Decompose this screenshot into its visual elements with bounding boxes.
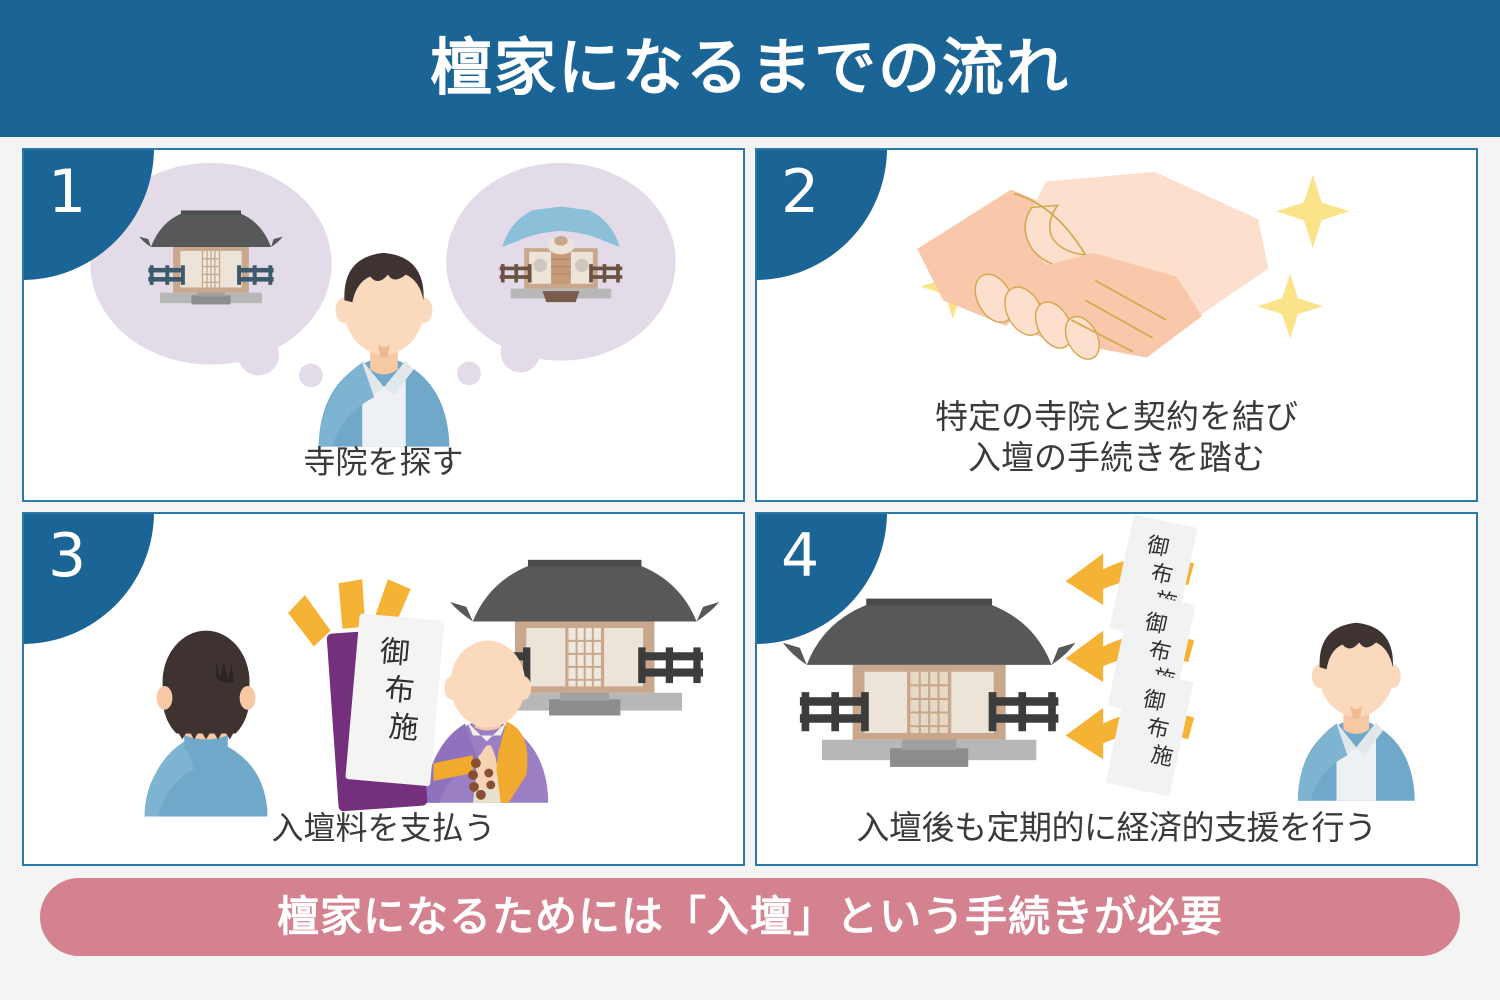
sparkle-top-right [1276, 174, 1350, 248]
svg-text:御: 御 [1145, 533, 1171, 562]
svg-text:御: 御 [1143, 610, 1169, 639]
thought-bubble-temple-gray-roof [90, 162, 332, 388]
svg-text:施: 施 [1149, 742, 1175, 771]
step-3-number: 3 [48, 521, 87, 591]
svg-text:御: 御 [1141, 687, 1167, 716]
step-card-2: 2 特定の寺院と契約を結び 入壇の手続きを踏む [755, 148, 1478, 502]
step-4-illustration: 御 布 施 御 布 施 御 布 施 [782, 514, 1415, 801]
step-2-illustration [917, 171, 1350, 360]
footer-text: 檀家になるためには「入壇」という手続きが必要 [276, 893, 1223, 940]
step-1-number: 1 [48, 157, 87, 227]
step-1-illustration [90, 162, 676, 447]
ofuse-envelope-label: 御 [378, 633, 411, 670]
svg-text:布: 布 [383, 671, 416, 708]
svg-text:施: 施 [387, 708, 420, 745]
step-card-3: 御 布 施 3 [22, 512, 745, 866]
sparkle-bottom-right [1257, 273, 1323, 339]
temple-gray-roof [450, 559, 720, 716]
steps-grid: 1 寺院を探す [22, 148, 1478, 866]
temple-gray-roof [782, 598, 1076, 767]
step-2-caption: 特定の寺院と契約を結び 入壇の手続きを踏む [935, 397, 1298, 476]
thought-bubble-temple-blue-roof [446, 162, 676, 386]
ofuse-envelope-purple: 御 布 施 [326, 613, 445, 812]
monk-purple-robe [425, 640, 549, 803]
handshake-icon [917, 171, 1269, 360]
ofuse-envelope-white-3: 御 布 施 [1105, 668, 1194, 797]
step-card-1: 1 寺院を探す [22, 148, 745, 502]
man-front-view-blue-jacket [1297, 622, 1415, 801]
step-3-illustration: 御 布 施 [144, 559, 720, 817]
man-front-view-blue-jacket [318, 252, 450, 447]
header-banner: 檀家になるまでの流れ [0, 0, 1500, 137]
step-3-caption: 入壇料を支払う [271, 810, 496, 846]
svg-text:布: 布 [1145, 715, 1171, 744]
man-back-view-blue-shirt [144, 630, 268, 817]
step-1-caption: 寺院を探す [303, 444, 464, 480]
step-4-number: 4 [781, 521, 820, 591]
footer-banner: 檀家になるためには「入壇」という手続きが必要 [40, 878, 1460, 956]
svg-text:布: 布 [1147, 638, 1173, 667]
step-card-4: 御 布 施 御 布 施 御 布 施 [755, 512, 1478, 866]
svg-text:布: 布 [1149, 560, 1175, 589]
step-2-number: 2 [781, 157, 820, 227]
step-4-caption: 入壇後も定期的に経済的支援を行う [856, 808, 1378, 846]
page-title: 檀家になるまでの流れ [429, 33, 1070, 103]
